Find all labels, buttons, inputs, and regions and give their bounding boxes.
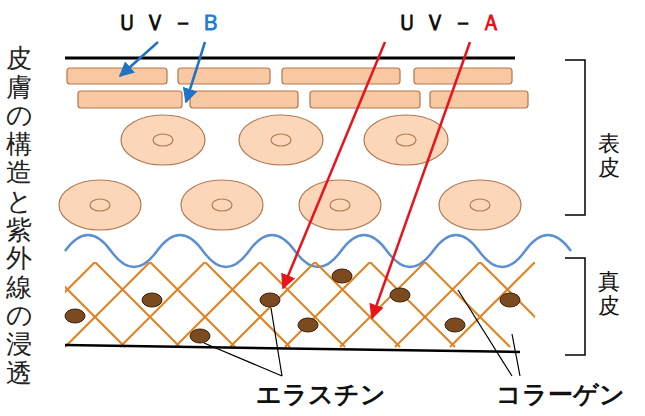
part-label: エラスチン [256,378,386,411]
uv-label-slot: ＵＶ－Ａ [396,8,508,38]
dermis-bottom [65,345,520,352]
uv-label: ＵＶ－Ａ [396,8,508,38]
uv-band: Ａ [480,10,508,35]
epidermis-bracket [565,60,585,215]
layer-label-slot: 真皮 [598,270,620,318]
layer-label: 表皮 [598,132,620,180]
part-label: コラーゲン [496,378,625,411]
layer-label: 真皮 [598,270,620,318]
uvb-arrows [120,42,205,102]
uv-prefix: ＵＶ－ [116,10,200,35]
uv-band: Ｂ [200,10,228,35]
uva-arrows [283,42,470,318]
uv-label: ＵＶ－Ｂ [116,8,228,38]
dermis-bracket [565,258,585,355]
collagen-fibers [65,262,535,347]
part-label-slot: コラーゲン [496,378,625,411]
skin-surface [65,57,515,60]
leader-lines [204,290,520,376]
uv-label-slot: ＵＶ－Ｂ [116,8,228,38]
cell-nuclei [90,134,490,211]
basement-membrane [65,235,571,267]
uv-prefix: ＵＶ－ [396,10,480,35]
figure-title-slot: 皮膚の構造と紫外線の浸透 [6,44,32,387]
layer-label-slot: 表皮 [598,132,620,180]
part-label-slot: エラスチン [256,378,386,411]
figure-title: 皮膚の構造と紫外線の浸透 [6,44,32,387]
epidermal-cells [59,115,521,230]
elastin-fibers [65,269,520,343]
